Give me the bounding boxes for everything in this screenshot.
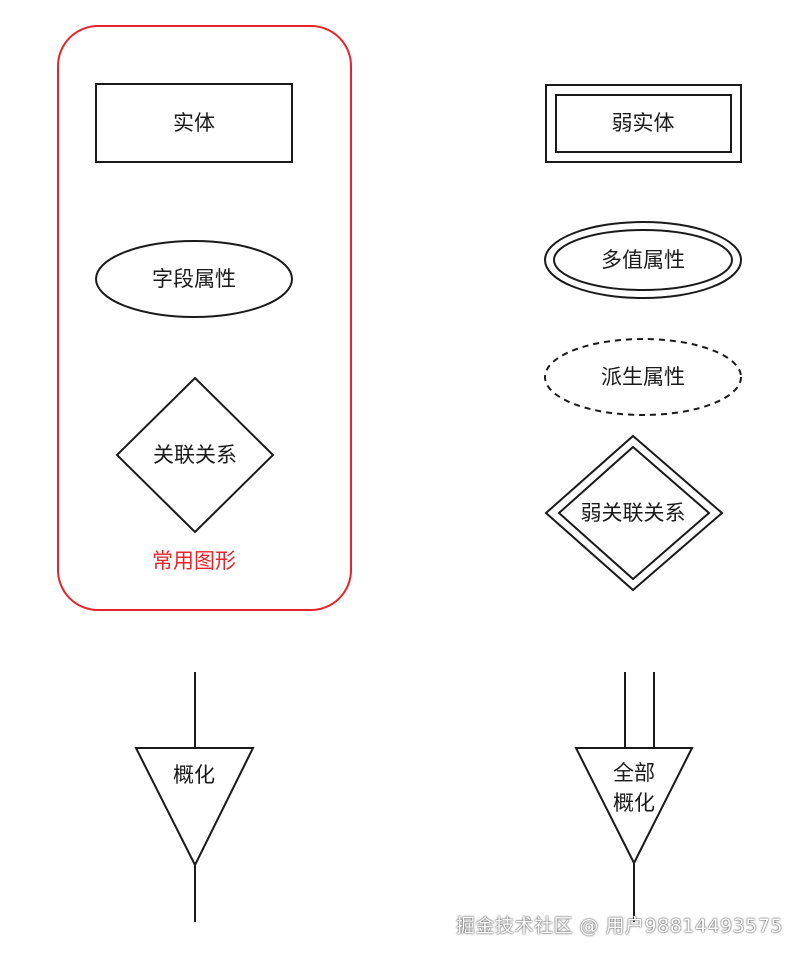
multivalued-attribute-shape: 多值属性	[544, 221, 742, 299]
relationship-label: 关联关系	[153, 443, 237, 467]
weak-entity-label: 弱实体	[612, 111, 675, 135]
generalization-shape: 概化	[134, 672, 255, 922]
weak-relationship-label: 弱关联关系	[581, 501, 686, 525]
generalization-label: 概化	[173, 763, 215, 787]
weak-relationship-shape: 弱关联关系	[544, 434, 724, 592]
field-attribute-label: 字段属性	[152, 267, 236, 291]
derived-attribute-shape: 派生属性	[544, 338, 742, 416]
common-shapes-caption: 常用图形	[152, 549, 236, 573]
derived-attribute-label: 派生属性	[601, 365, 685, 389]
field-attribute-shape: 字段属性	[95, 240, 293, 318]
total-generalization-label-line2: 概化	[613, 791, 655, 815]
relationship-shape: 关联关系	[115, 376, 275, 534]
weak-entity-shape: 弱实体	[545, 84, 742, 163]
entity-shape: 实体	[95, 83, 293, 163]
common-shapes-group-frame	[57, 25, 352, 611]
total-generalization-shape: 全部 概化	[574, 672, 694, 922]
total-generalization-label-line1: 全部	[613, 761, 655, 785]
watermark: 掘金技术社区 @ 用户98814493575	[455, 915, 783, 937]
entity-label: 实体	[173, 111, 215, 135]
multivalued-attribute-label: 多值属性	[601, 248, 685, 272]
